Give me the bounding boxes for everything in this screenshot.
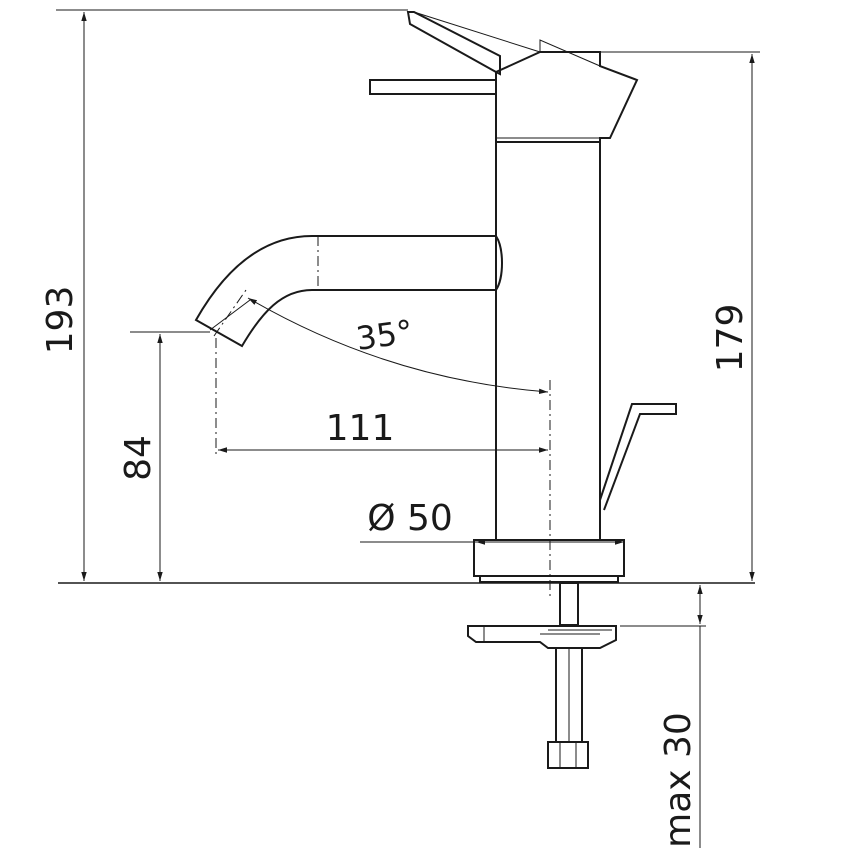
dim-spout-height: 84 [118, 331, 210, 581]
dim-max-thickness-label: max 30 [658, 712, 699, 848]
dim-body-height-label: 179 [710, 304, 751, 373]
dim-spout-reach: 111 [215, 338, 548, 456]
dim-total-height-label: 193 [40, 286, 81, 355]
dim-max-thickness: max 30 [620, 585, 706, 848]
under-counter-fixing [467, 582, 617, 769]
faucet-body [194, 11, 677, 583]
dim-base-diameter-label: Ø 50 [367, 498, 453, 539]
dim-spout-reach-label: 111 [326, 408, 395, 449]
dim-spout-height-label: 84 [118, 435, 159, 481]
dim-spout-angle: 35° [213, 289, 549, 394]
dim-total-height: 193 [40, 9, 408, 581]
dim-body-height: 179 [600, 51, 760, 581]
dim-spout-angle-label: 35° [354, 312, 415, 358]
dim-base-diameter: Ø 50 [360, 498, 624, 545]
